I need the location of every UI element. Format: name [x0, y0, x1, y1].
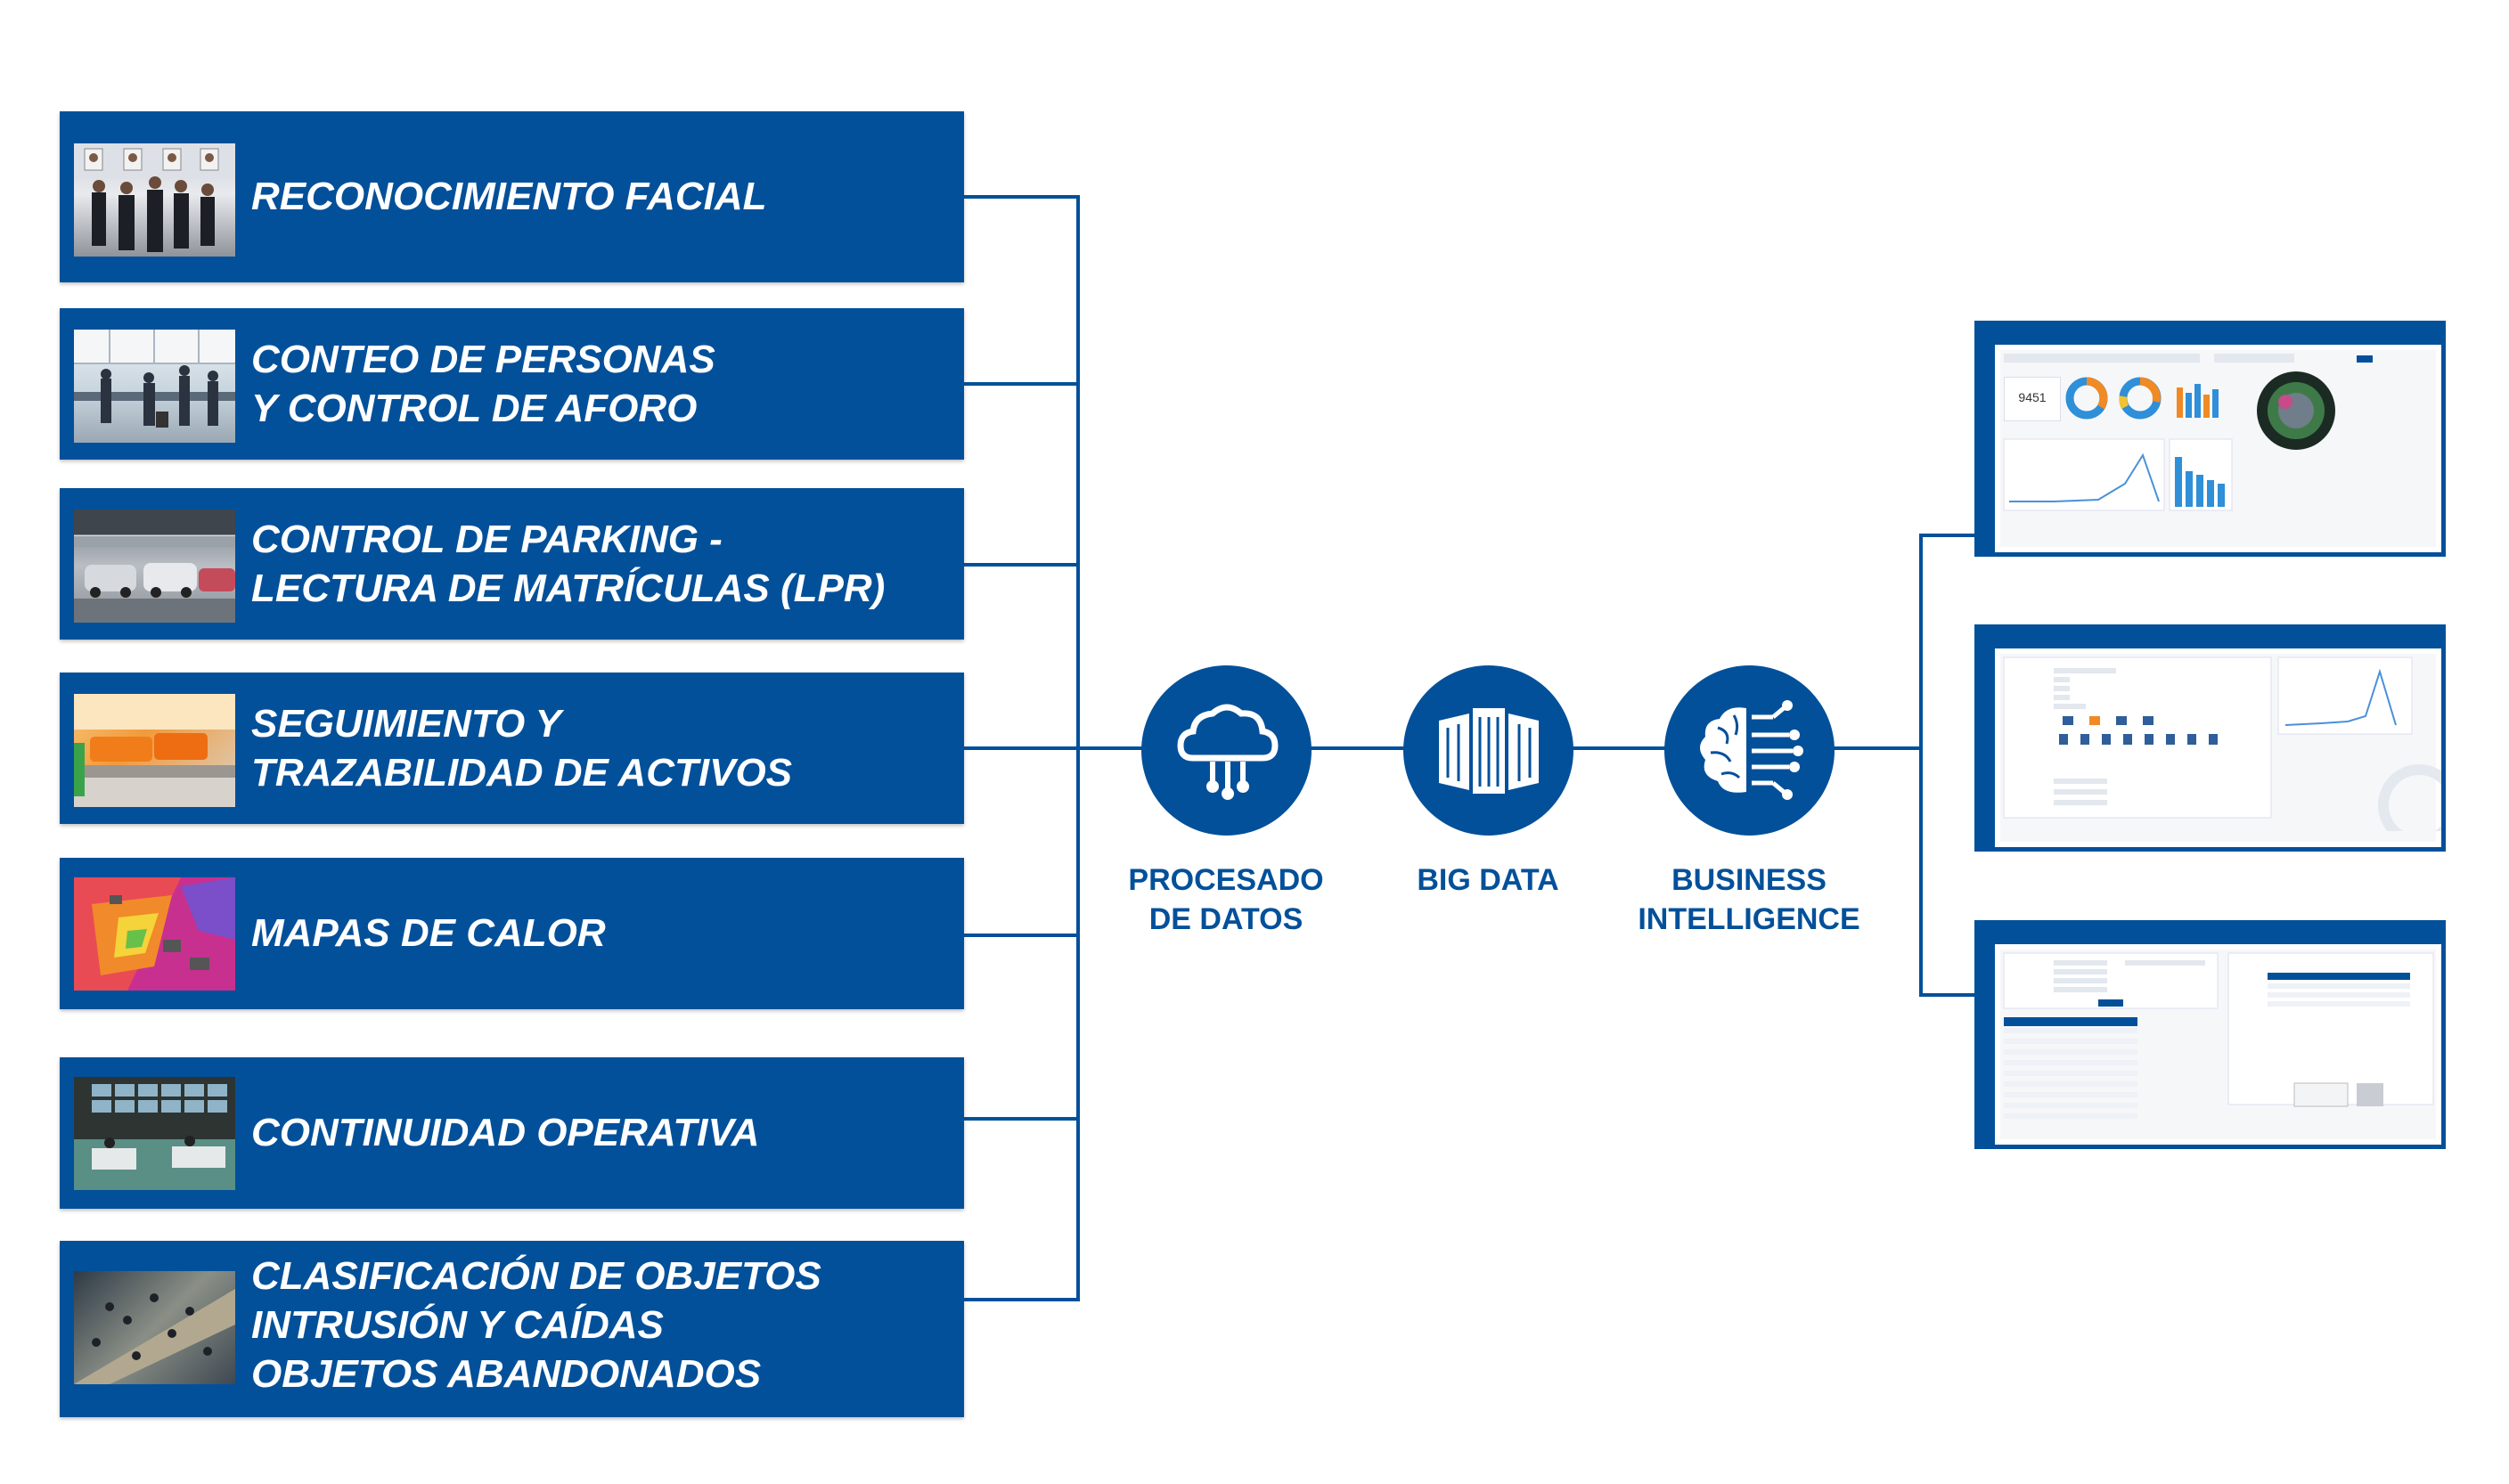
fisheye-camera-view: [2257, 371, 2335, 450]
dashboard-body: 9451: [2000, 350, 2436, 547]
results-table: [2004, 1017, 2137, 1119]
donut-chart: [2065, 377, 2108, 420]
query-form-body: [2000, 654, 2441, 842]
connector-line: [964, 934, 1080, 937]
category-asset-tracking: SEGUIMIENTO Y TRAZABILIDAD DE ACTIVOS: [60, 673, 964, 824]
category-parking-lpr: CONTROL DE PARKING - LECTURA DE MATRÍCUL…: [60, 488, 964, 640]
server-racks-icon: [1439, 708, 1539, 794]
bar-chart: [2177, 384, 2219, 418]
app-header: [1979, 925, 2441, 944]
category-label: CONTEO DE PERSONAS Y CONTROL DE AFORO: [251, 338, 715, 430]
dashboard-screenshot-analytics: 9451: [1974, 321, 2446, 557]
node-big-data: [1403, 665, 1573, 836]
connector-line: [964, 195, 1080, 199]
connector-line: [964, 1117, 1080, 1121]
pipeline-label: PROCESADO DE DATOS: [1128, 863, 1324, 936]
bar-chart: [2169, 438, 2233, 511]
pipeline-label: BUSINESS INTELLIGENCE: [1638, 863, 1860, 936]
line-chart: [2003, 438, 2165, 511]
people-counting-photo: [74, 330, 235, 443]
category-label: MAPAS DE CALOR: [251, 911, 606, 955]
category-label: CONTROL DE PARKING - LECTURA DE MATRÍCUL…: [251, 518, 886, 610]
category-operational-continuity: CONTINUIDAD OPERATIVA: [60, 1057, 964, 1209]
node-data-processing: [1141, 665, 1312, 836]
output-bus: [1919, 534, 1923, 997]
facial-recognition-photo: [74, 143, 235, 257]
app-sidebar: [1979, 345, 1995, 552]
connector-line: [964, 563, 1080, 567]
connector-line: [964, 746, 1080, 750]
kpi-value: 9451: [2018, 390, 2047, 404]
app-header: [1979, 629, 2441, 648]
dashboard-screenshot-query: [1974, 624, 2446, 852]
cloud-processing-icon: [1177, 704, 1279, 800]
parking-photo: [74, 510, 235, 623]
connector-line: [964, 1298, 1080, 1301]
category-label: SEGUIMIENTO Y TRAZABILIDAD DE ACTIVOS: [251, 702, 793, 795]
output-connector: [1919, 993, 1974, 997]
category-facial-recognition: RECONOCIMIENTO FACIAL: [60, 111, 964, 282]
connector-line: [964, 382, 1080, 386]
line-chart: [2277, 656, 2413, 735]
crowd-aerial-photo: [74, 1271, 235, 1384]
donut-chart: [2119, 377, 2162, 420]
control-room-photo: [74, 1077, 235, 1190]
category-label: RECONOCIMIENTO FACIAL: [251, 175, 767, 218]
kpi-panel: 9451: [2004, 377, 2061, 421]
heat-map-photo: [74, 877, 235, 991]
category-heat-maps: MAPAS DE CALOR: [60, 858, 964, 1009]
app-header: [1979, 325, 2441, 345]
category-object-classification: CLASIFICACIÓN DE OBJETOS INTRUSIÓN Y CAÍ…: [60, 1241, 964, 1417]
results-body: [2000, 950, 2436, 1139]
app-sidebar: [1979, 648, 1995, 847]
pipeline-label: BIG DATA: [1417, 863, 1559, 897]
ai-brain-icon: [1700, 700, 1803, 800]
category-people-counting: CONTEO DE PERSONAS Y CONTROL DE AFORO: [60, 308, 964, 460]
app-sidebar: [1979, 944, 1995, 1145]
output-connector: [1919, 534, 1974, 537]
asset-tracking-photo: [74, 694, 235, 807]
category-label: CONTINUIDAD OPERATIVA: [251, 1111, 760, 1154]
dashboard-screenshot-results: [1974, 920, 2446, 1149]
category-label: CLASIFICACIÓN DE OBJETOS INTRUSIÓN Y CAÍ…: [251, 1254, 821, 1396]
node-business-intelligence: [1664, 665, 1835, 836]
